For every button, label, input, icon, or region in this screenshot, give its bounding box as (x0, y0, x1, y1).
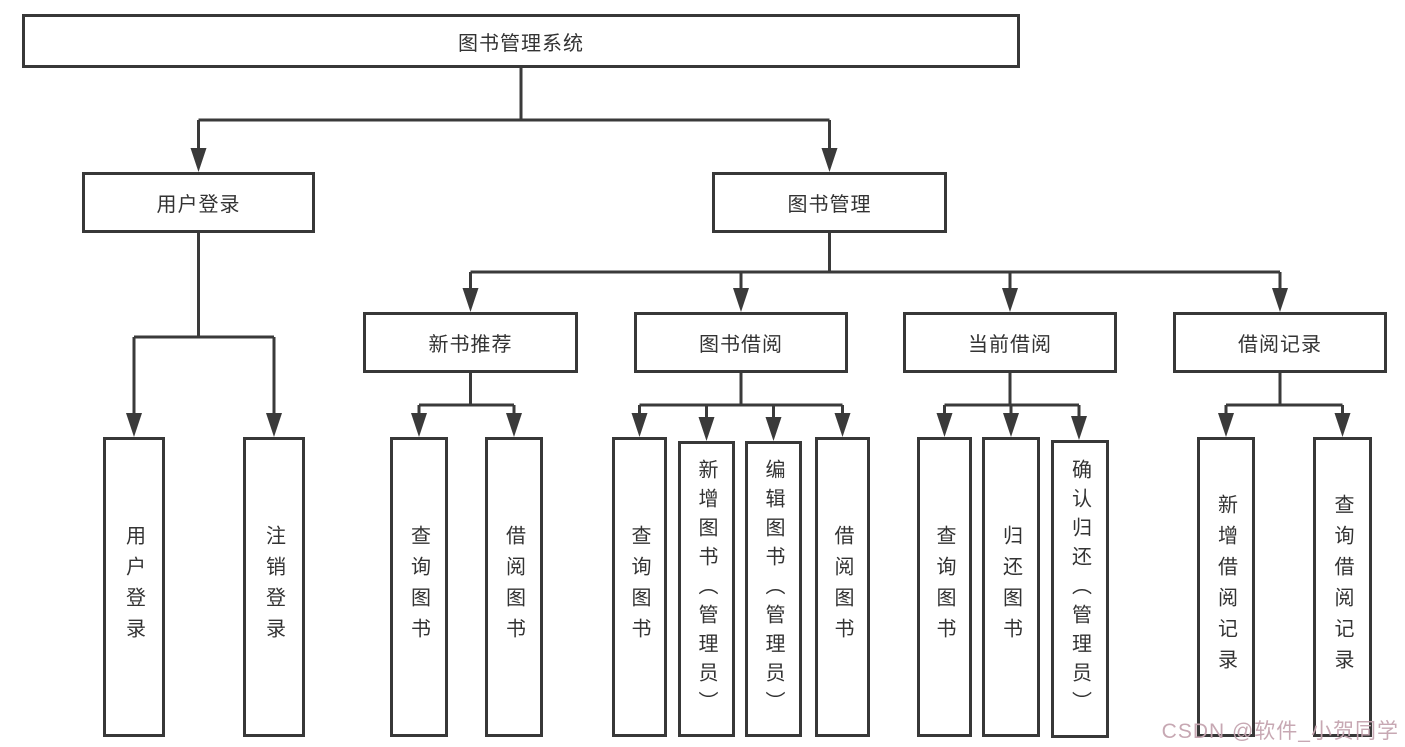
leaf-records-add-record: 新增借阅记录 (1197, 437, 1255, 737)
leaf-current-confirm-return-admin: 确认归还（管理员） (1051, 440, 1109, 738)
node-borrow-records: 借阅记录 (1173, 312, 1387, 373)
leaf-borrow-edit-books-admin: 编辑图书（管理员） (745, 441, 802, 737)
leaf-newbook-query-books: 查询图书 (390, 437, 448, 737)
node-book-management: 图书管理 (712, 172, 947, 233)
leaf-logout: 注销登录 (243, 437, 305, 737)
node-new-book-recommend: 新书推荐 (363, 312, 578, 373)
leaf-records-query-record: 查询借阅记录 (1313, 437, 1372, 737)
leaf-current-query-books: 查询图书 (917, 437, 972, 737)
leaf-user-login: 用户登录 (103, 437, 165, 737)
leaf-newbook-borrow-books: 借阅图书 (485, 437, 543, 737)
leaf-current-return-books: 归还图书 (982, 437, 1040, 737)
leaf-borrow-add-books-admin: 新增图书（管理员） (678, 441, 735, 737)
node-current-borrow: 当前借阅 (903, 312, 1117, 373)
node-user-login: 用户登录 (82, 172, 315, 233)
node-library-management-system: 图书管理系统 (22, 14, 1020, 68)
leaf-borrow-borrow-books: 借阅图书 (815, 437, 870, 737)
arrowhead-icons (126, 148, 1351, 441)
leaf-borrow-query-books: 查询图书 (612, 437, 667, 737)
node-book-borrow: 图书借阅 (634, 312, 848, 373)
